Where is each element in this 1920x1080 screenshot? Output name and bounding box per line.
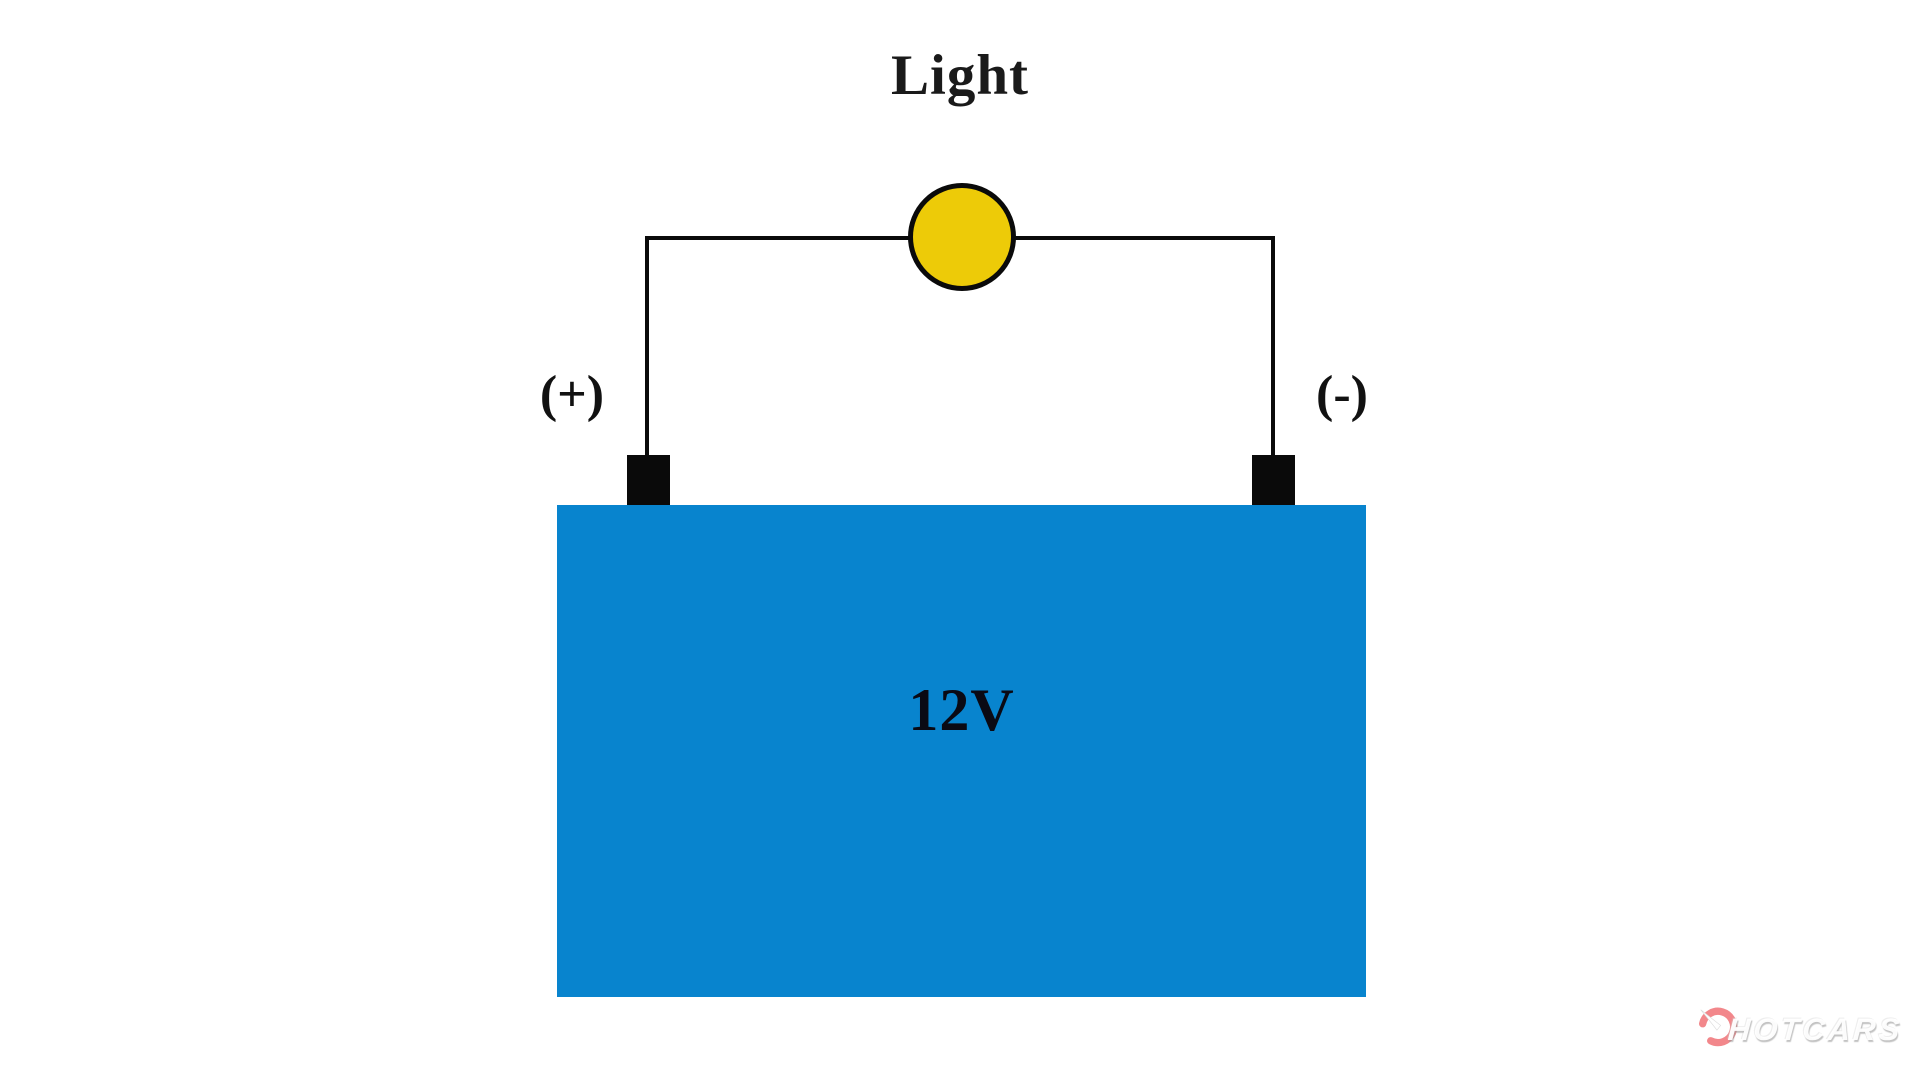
- battery-body: 12V: [557, 505, 1366, 997]
- battery-voltage-label: 12V: [908, 677, 1015, 743]
- wire-left-vertical: [645, 236, 649, 457]
- negative-terminal-label: (-): [1316, 366, 1368, 423]
- light-bulb-icon: [908, 183, 1016, 291]
- hotcars-watermark: HotCars: [1694, 1003, 1904, 1056]
- positive-terminal: [627, 455, 670, 506]
- watermark-brand-text: HotCars: [1726, 1011, 1904, 1047]
- diagram-title: Light: [890, 44, 1030, 107]
- wire-right-vertical: [1271, 236, 1275, 457]
- positive-terminal-label: (+): [539, 366, 605, 423]
- speedometer-icon: [1694, 1003, 1742, 1056]
- negative-terminal: [1252, 455, 1295, 506]
